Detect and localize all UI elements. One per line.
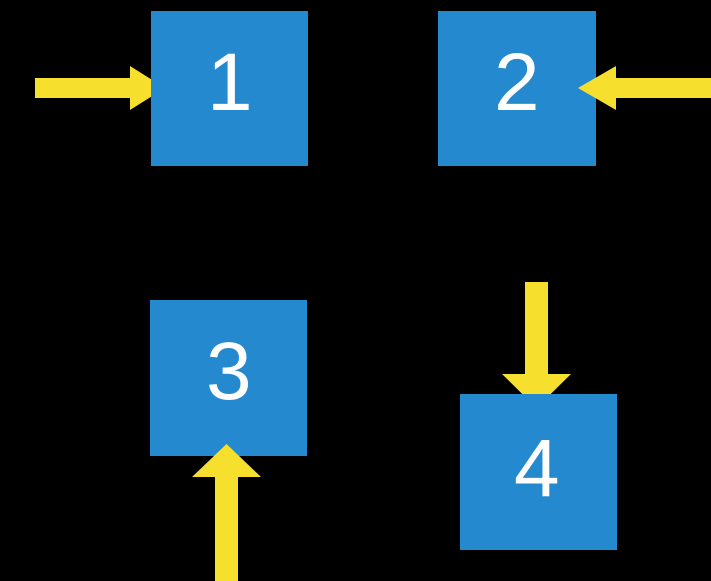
box-4[interactable] [460,394,617,550]
box-2[interactable] [438,11,596,166]
arrow-into-box-4 [502,282,571,408]
box-3[interactable] [150,300,307,456]
box-3-label: 3 [206,326,252,417]
arrow-into-box-3 [192,444,261,581]
box-2-label: 2 [494,37,540,128]
arrow-into-box-1 [35,66,165,110]
arrow-into-box-2 [578,66,711,110]
box-1-label: 1 [207,37,253,128]
box-1[interactable] [151,11,308,166]
box-4-label: 4 [514,423,560,514]
